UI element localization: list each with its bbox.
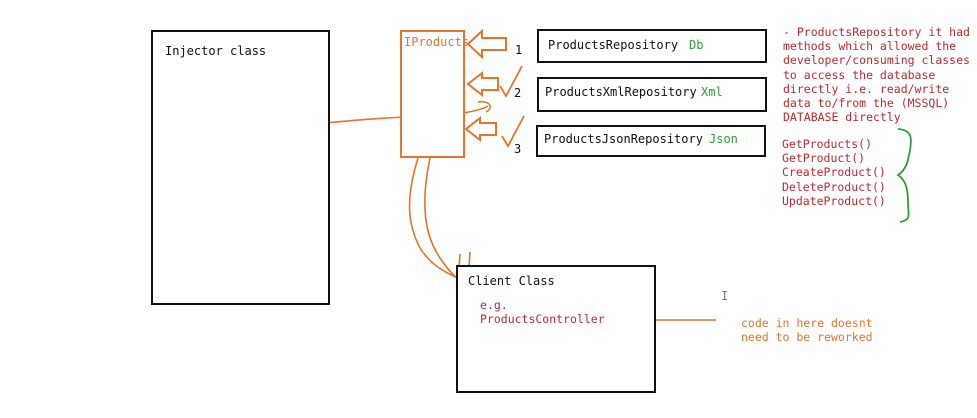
arrow-3 [464,115,497,143]
injector-class-box: Injector class [151,30,330,305]
client-class-box: Client Class e.g. ProductsController [456,265,656,393]
repository-note: - ProductsRepository it had methods whic… [783,25,970,125]
arrow-2 [466,70,499,98]
repository-name: ProductsJsonRepository [544,132,703,146]
repository-name: ProductsRepository [548,38,679,52]
text-cursor-icon: I [721,289,729,303]
products-json-repository-box: ProductsJsonRepository Json [536,125,766,157]
repository-number-3: 3 [514,142,522,156]
client-note: code in here doesnt need to be reworked [741,316,873,345]
iproducts-interface-box: IProducts [400,30,469,158]
repository-tag: Db [689,38,704,52]
client-class-label: Client Class [468,274,555,288]
method-list: GetProducts() GetProduct() CreateProduct… [782,137,886,208]
squiggle [477,100,491,113]
repository-name: ProductsXmlRepository [545,85,697,99]
client-example-text: e.g. ProductsController [480,298,605,327]
arrow-1 [466,28,507,60]
repository-number-1: 1 [515,43,523,57]
iproducts-label: IProducts [404,35,470,49]
interface-to-client-line-a [408,157,459,279]
methods-brace [896,128,912,223]
repository-number-2: 2 [514,86,522,100]
repository-tag: Json [709,132,738,146]
check-mark-3 [501,115,525,148]
check-mark-2 [499,65,523,98]
products-repository-box: ProductsRepository Db [537,29,767,63]
injector-class-label: Injector class [165,44,267,58]
products-xml-repository-box: ProductsXmlRepository Xml [537,77,767,112]
repository-tag: Xml [701,85,723,99]
interface-to-client-line-b [424,157,463,283]
